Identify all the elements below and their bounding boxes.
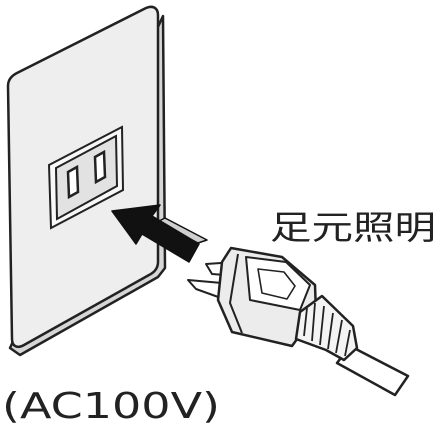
outlet-slot-right (93, 149, 107, 185)
device-label: 足元照明 (270, 208, 436, 247)
plug-strain-relief (294, 294, 359, 362)
voltage-label: (AC100V) (2, 386, 220, 427)
strain-rib-1 (303, 307, 308, 337)
strain-rib-6 (344, 329, 351, 357)
strain-rib-3 (319, 305, 325, 346)
plug-prong-lower (187, 279, 223, 299)
strain-rib-4 (327, 312, 334, 350)
strain-rib-5 (335, 319, 343, 354)
power-plug-icon (187, 246, 410, 397)
outlet-slot-left (66, 164, 80, 200)
wall-outlet-icon (6, 5, 167, 357)
plug-top-inset (257, 268, 296, 300)
plug-face-ridge (228, 253, 243, 334)
strain-rib-2 (311, 302, 316, 342)
arrow-body (111, 204, 200, 263)
insert-arrow-icon (111, 204, 208, 263)
